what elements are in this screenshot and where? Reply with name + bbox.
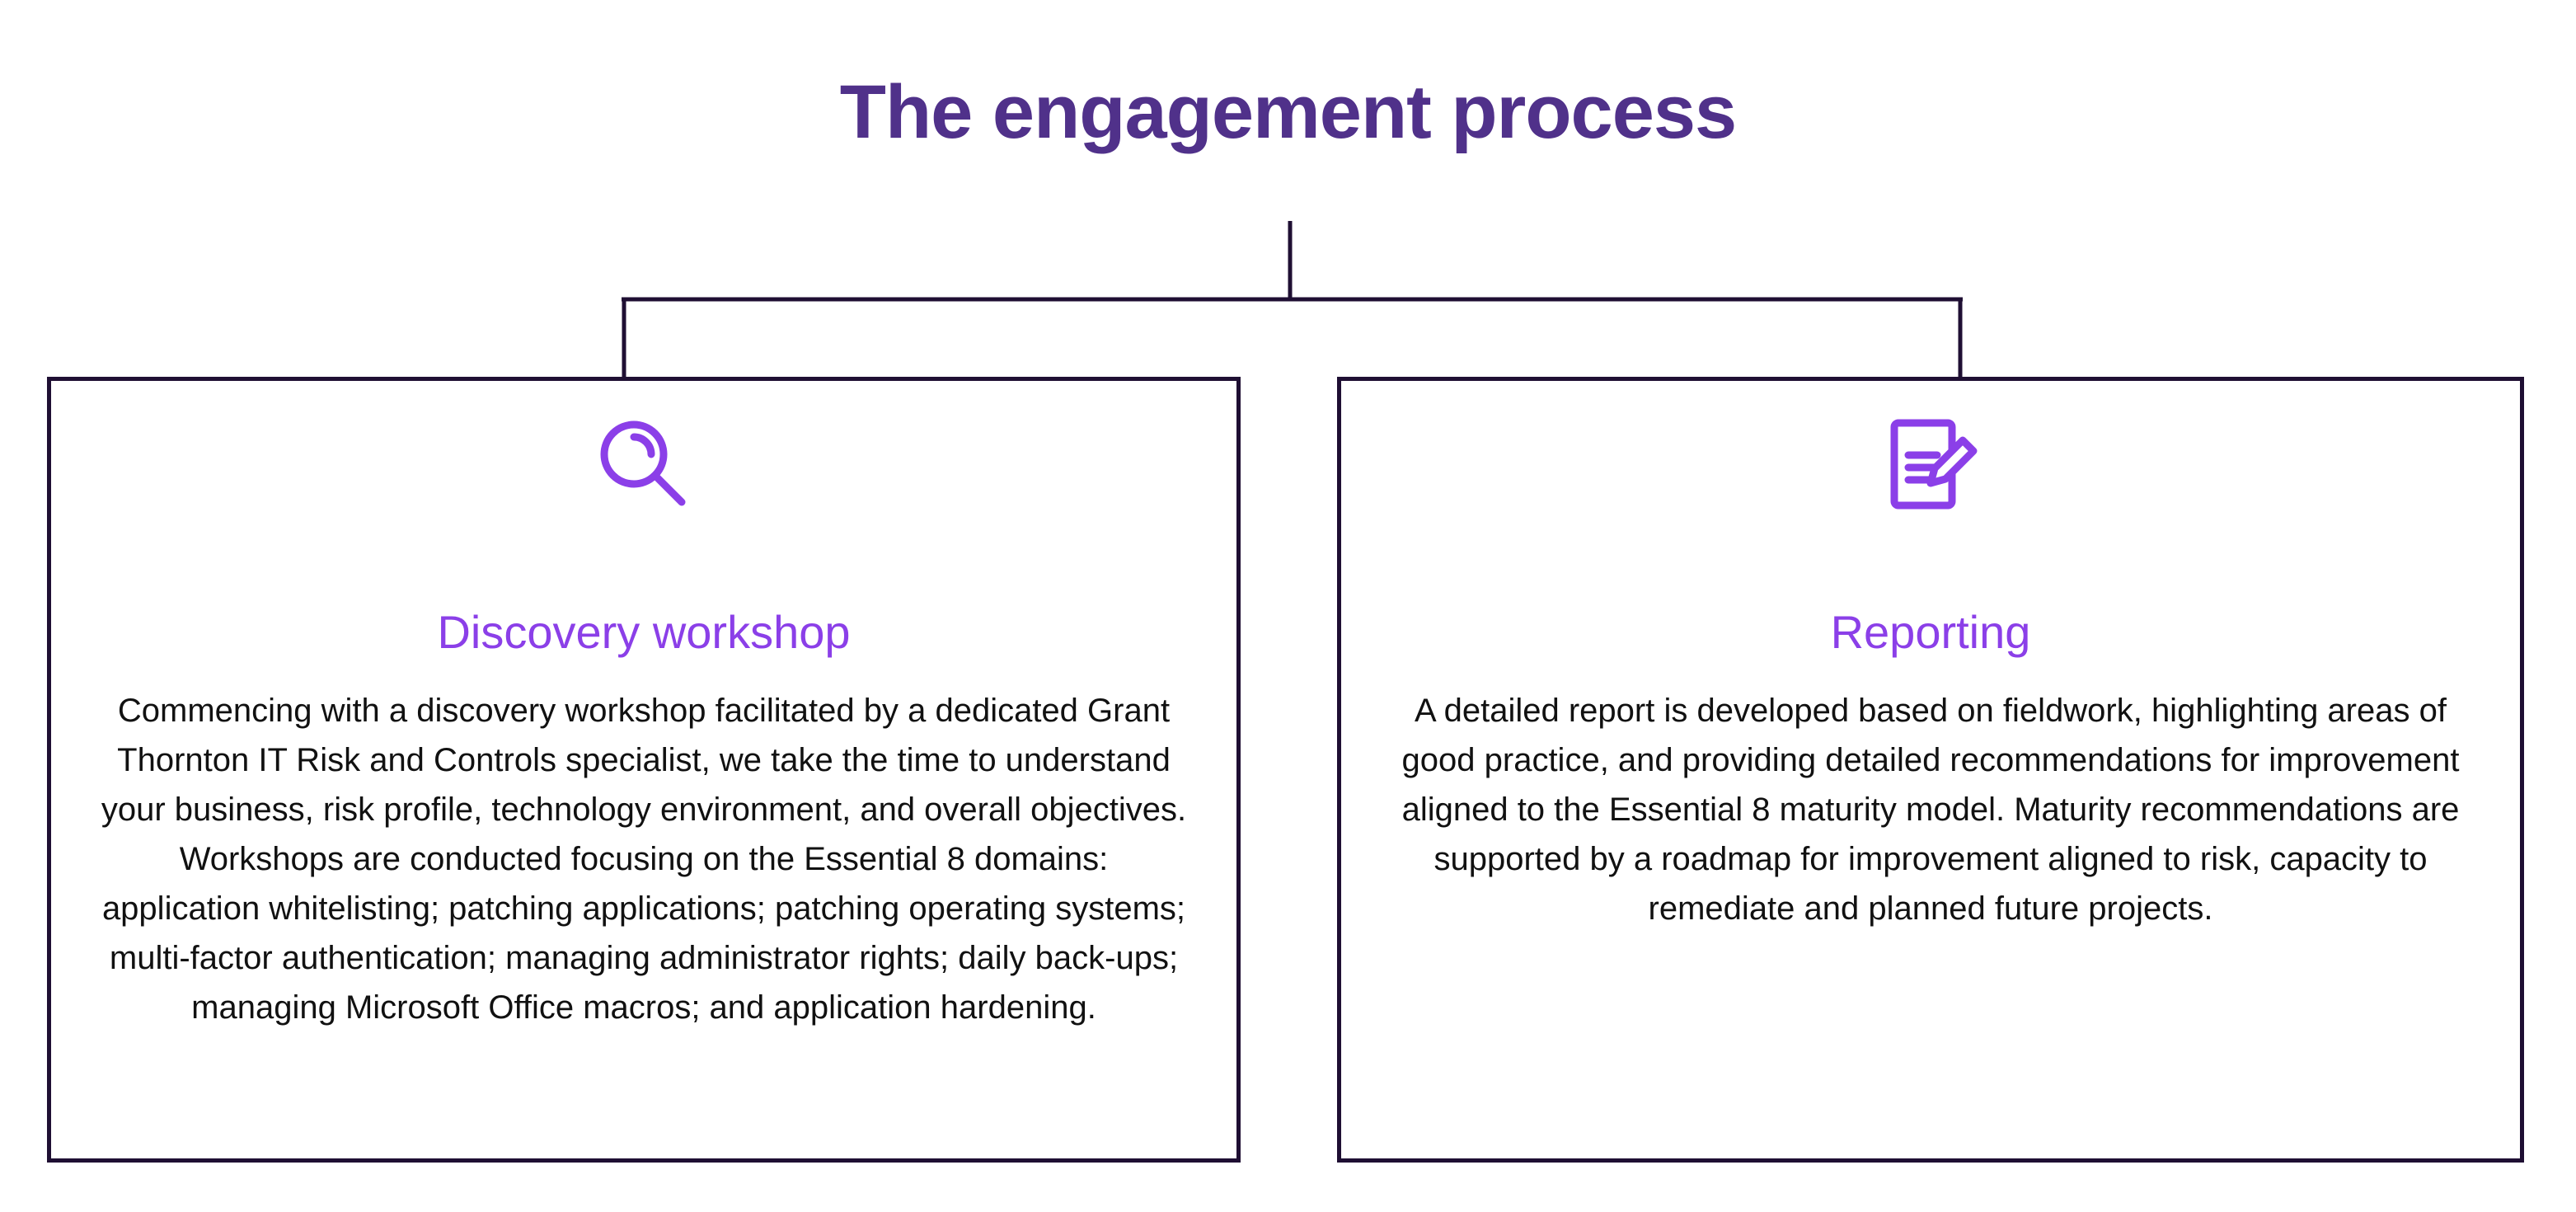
card-heading-discovery-workshop: Discovery workshop	[437, 606, 851, 658]
page-title: The engagement process	[839, 70, 1737, 154]
card-body-text: A detailed report is developed based on …	[1401, 693, 2460, 927]
card-icon-wrapper	[1341, 411, 2520, 518]
card-discovery-workshop: Discovery workshop Commencing with a dis…	[47, 377, 1241, 1163]
card-icon-wrapper	[51, 411, 1236, 518]
card-reporting: Reporting A detailed report is developed…	[1337, 377, 2524, 1163]
card-body-text: Commencing with a discovery workshop fac…	[101, 693, 1187, 1026]
document-pencil-icon	[1890, 419, 1978, 510]
card-body-reporting: A detailed report is developed based on …	[1341, 686, 2520, 933]
card-heading-reporting: Reporting	[1830, 606, 2031, 658]
magnifying-glass-icon	[600, 420, 686, 506]
card-body-discovery-workshop: Commencing with a discovery workshop fac…	[51, 686, 1236, 1032]
